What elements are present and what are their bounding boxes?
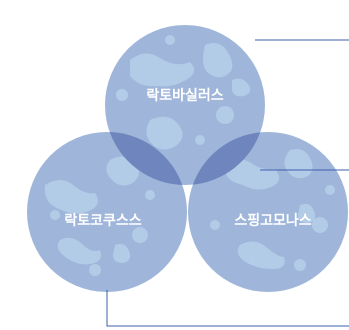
leader-line-left xyxy=(106,290,349,327)
label-left: 락토코쿠스스 xyxy=(64,213,141,229)
circle-top-texture xyxy=(116,35,251,150)
leader-lines xyxy=(106,39,349,327)
label-top: 락토바실러스 xyxy=(146,88,223,104)
label-right: 스핑고모나스 xyxy=(234,212,311,229)
circle-right-texture xyxy=(210,149,335,271)
